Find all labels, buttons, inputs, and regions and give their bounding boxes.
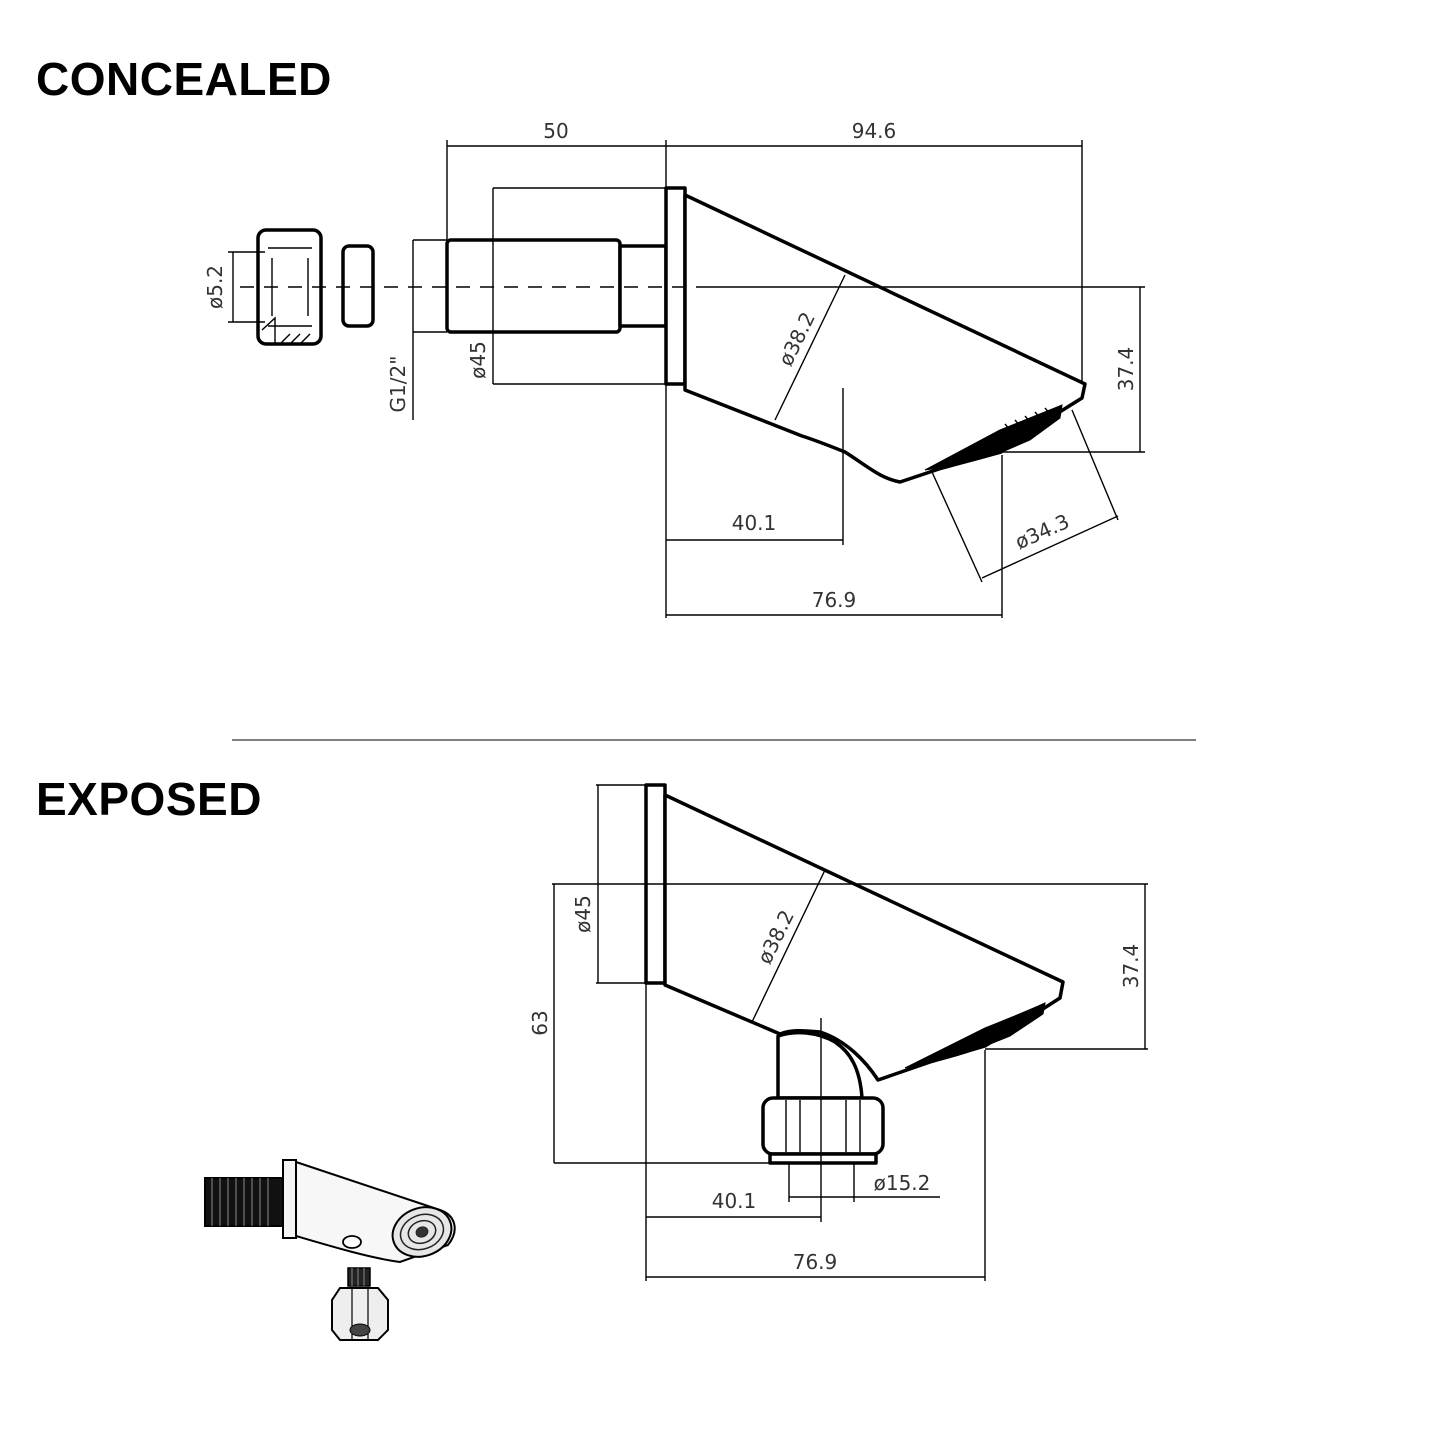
- dim-length-inlet: 50: [446, 119, 667, 240]
- exp-outlet-position-label: 40.1: [712, 1189, 757, 1213]
- exp-dim-outlet-height: 37.4: [985, 884, 1148, 1050]
- dim-flange-diameter: ø45: [466, 187, 666, 385]
- exposed-fitting-neck: [776, 1030, 864, 1100]
- face-diameter-label: ø34.3: [1011, 509, 1073, 554]
- length-inlet-label: 50: [543, 119, 568, 143]
- dim-outlet-height: 37.4: [1002, 287, 1145, 453]
- exp-overall-height-label: 63: [528, 1010, 552, 1035]
- concealed-title: CONCEALED: [36, 53, 332, 105]
- threaded-inlet: [445, 238, 668, 334]
- exposed-title: EXPOSED: [36, 773, 262, 825]
- olive-ring: [341, 244, 375, 328]
- exp-dim-fitting-diameter: ø15.2: [788, 1163, 940, 1202]
- product-perspective-illustration: [204, 1159, 456, 1341]
- spray-face-ridges: [1004, 407, 1051, 431]
- dim-nut-diameter: ø5.2: [203, 251, 265, 323]
- outlet-height-label: 37.4: [1114, 347, 1138, 392]
- concealed-drawing: ø5.2 G1/2" ø45 50 94.6: [203, 119, 1145, 618]
- dim-thread: G1/2": [386, 239, 447, 420]
- exposed-spray-face: [904, 1002, 1046, 1069]
- flange-diameter-label: ø45: [466, 341, 490, 379]
- exposed-hex-nut: [761, 1096, 885, 1165]
- exp-dim-overall-height: 63: [528, 884, 770, 1164]
- length-total-label: 94.6: [852, 119, 897, 143]
- exposed-drawing: ø45 63 ø38.2 37.4 ø15.2: [528, 783, 1148, 1281]
- overall-length-label: 76.9: [812, 588, 857, 612]
- thread-label: G1/2": [386, 356, 410, 413]
- dim-length-total: 94.6: [666, 119, 1083, 384]
- exp-flange-diameter-label: ø45: [571, 895, 595, 933]
- exp-outlet-height-label: 37.4: [1119, 944, 1143, 989]
- exp-fitting-diameter-label: ø15.2: [874, 1171, 931, 1195]
- exp-dim-flange-diameter: ø45: [571, 784, 646, 984]
- nut-diameter-label: ø5.2: [203, 265, 227, 309]
- exp-dim-overall-length: 76.9: [646, 1050, 986, 1281]
- outlet-position-label: 40.1: [732, 511, 777, 535]
- spray-face: [924, 404, 1063, 471]
- dim-overall-length: 76.9: [666, 455, 1003, 618]
- wall-flange: [664, 186, 687, 386]
- exp-dim-outlet-position: 40.1: [645, 983, 821, 1281]
- exp-overall-length-label: 76.9: [793, 1250, 838, 1274]
- dim-outlet-position: 40.1: [665, 384, 844, 618]
